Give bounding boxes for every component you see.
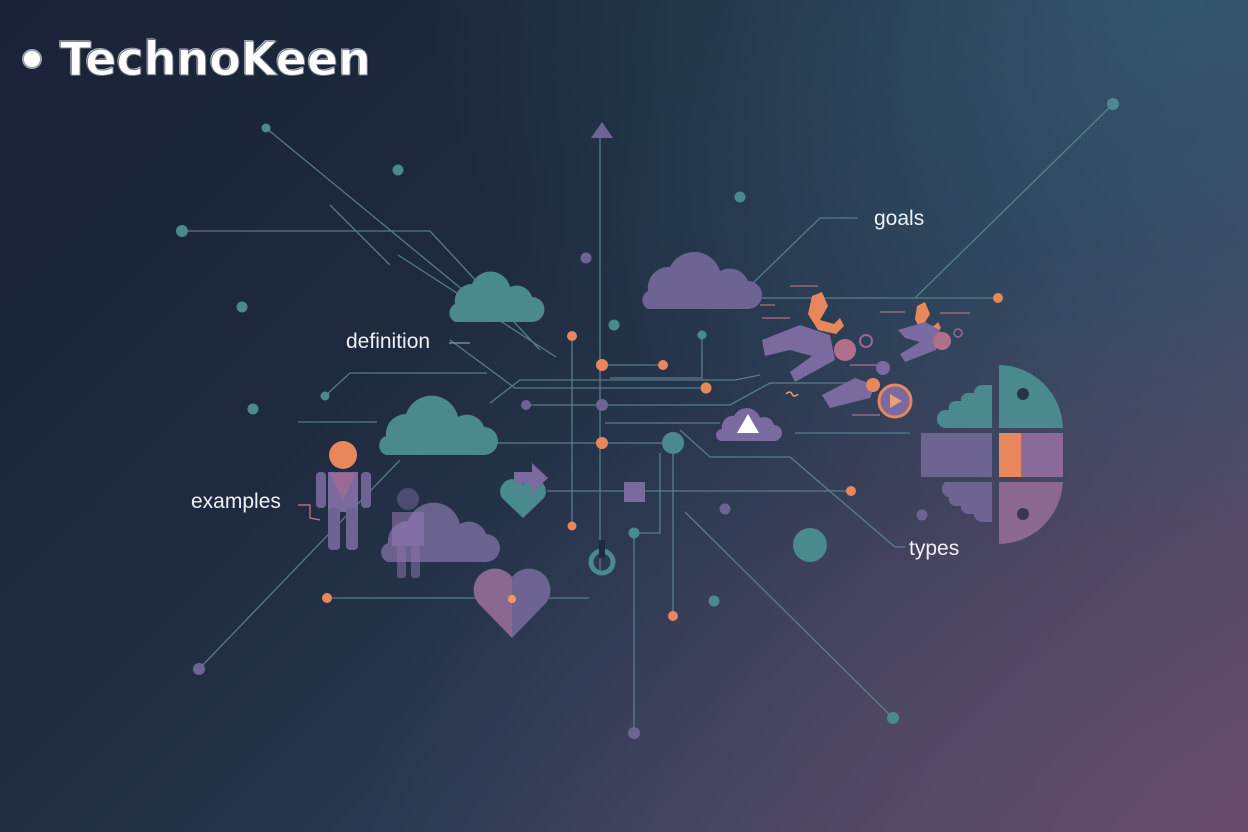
connector-lines [182, 103, 1114, 733]
cloud-icon [449, 271, 545, 322]
node-dot [596, 359, 608, 371]
connector-line [265, 127, 476, 301]
brand-logo: TechnoKeen [22, 32, 372, 86]
heart-icon [473, 568, 551, 638]
connector-line [324, 372, 487, 397]
node-dot [236, 301, 248, 313]
bullet-dot-icon [22, 49, 42, 69]
heart-arrow-icon [500, 463, 548, 518]
cloud-icon [642, 251, 762, 309]
label-goals: goals [874, 207, 925, 230]
connector-line [329, 204, 391, 266]
node-dot [628, 527, 640, 539]
up-arrow-icon [591, 122, 613, 138]
node-dot [247, 403, 259, 415]
node-dot [322, 593, 332, 603]
node-dot [596, 399, 608, 411]
node-dot [734, 191, 746, 203]
node-dot [176, 225, 188, 237]
label-definition: definition [346, 330, 431, 353]
label-types: types [909, 537, 960, 560]
node-dot [320, 391, 330, 401]
connector-line [449, 339, 700, 389]
connector-line [610, 335, 703, 379]
square-node-icon [624, 482, 645, 502]
person-icon [316, 441, 371, 550]
connector-line [684, 511, 894, 719]
node-dot [596, 437, 608, 449]
label-examples: examples [191, 490, 281, 513]
node-dot [916, 509, 928, 521]
connector-line [489, 374, 761, 404]
node-dot [1107, 98, 1119, 110]
node-dot [708, 595, 720, 607]
label-leaders [298, 342, 470, 521]
cloud-warning-icon [716, 408, 782, 441]
node-dot [521, 400, 531, 410]
node-dot [887, 712, 899, 724]
connector-line [752, 217, 858, 284]
node-dot [668, 611, 678, 621]
node-dot [567, 331, 577, 341]
power-icon [588, 540, 616, 576]
node-dot [567, 521, 577, 531]
node-dot [697, 330, 707, 340]
brain-segments-icon [921, 365, 1063, 544]
node-dot [846, 486, 856, 496]
node-dot [700, 382, 712, 394]
node-dot [658, 360, 668, 370]
network-nodes [176, 98, 1119, 739]
flying-figures-illustration [760, 285, 970, 419]
connector-line [679, 429, 905, 548]
node-dot [719, 503, 731, 515]
connector-line [914, 103, 1114, 299]
node-dot [392, 164, 404, 176]
node-dot [608, 319, 620, 331]
node-dot [261, 123, 271, 133]
connector-line [634, 453, 661, 534]
node-dot [793, 528, 827, 562]
person-ghost-icon [392, 488, 424, 578]
node-dot [993, 293, 1003, 303]
cloud-icon [379, 395, 498, 455]
node-dot [628, 727, 640, 739]
connector-line [526, 382, 850, 406]
node-dot [580, 252, 592, 264]
node-dot [193, 663, 205, 675]
node-dot [662, 432, 684, 454]
brand-name: TechnoKeen [60, 32, 372, 86]
